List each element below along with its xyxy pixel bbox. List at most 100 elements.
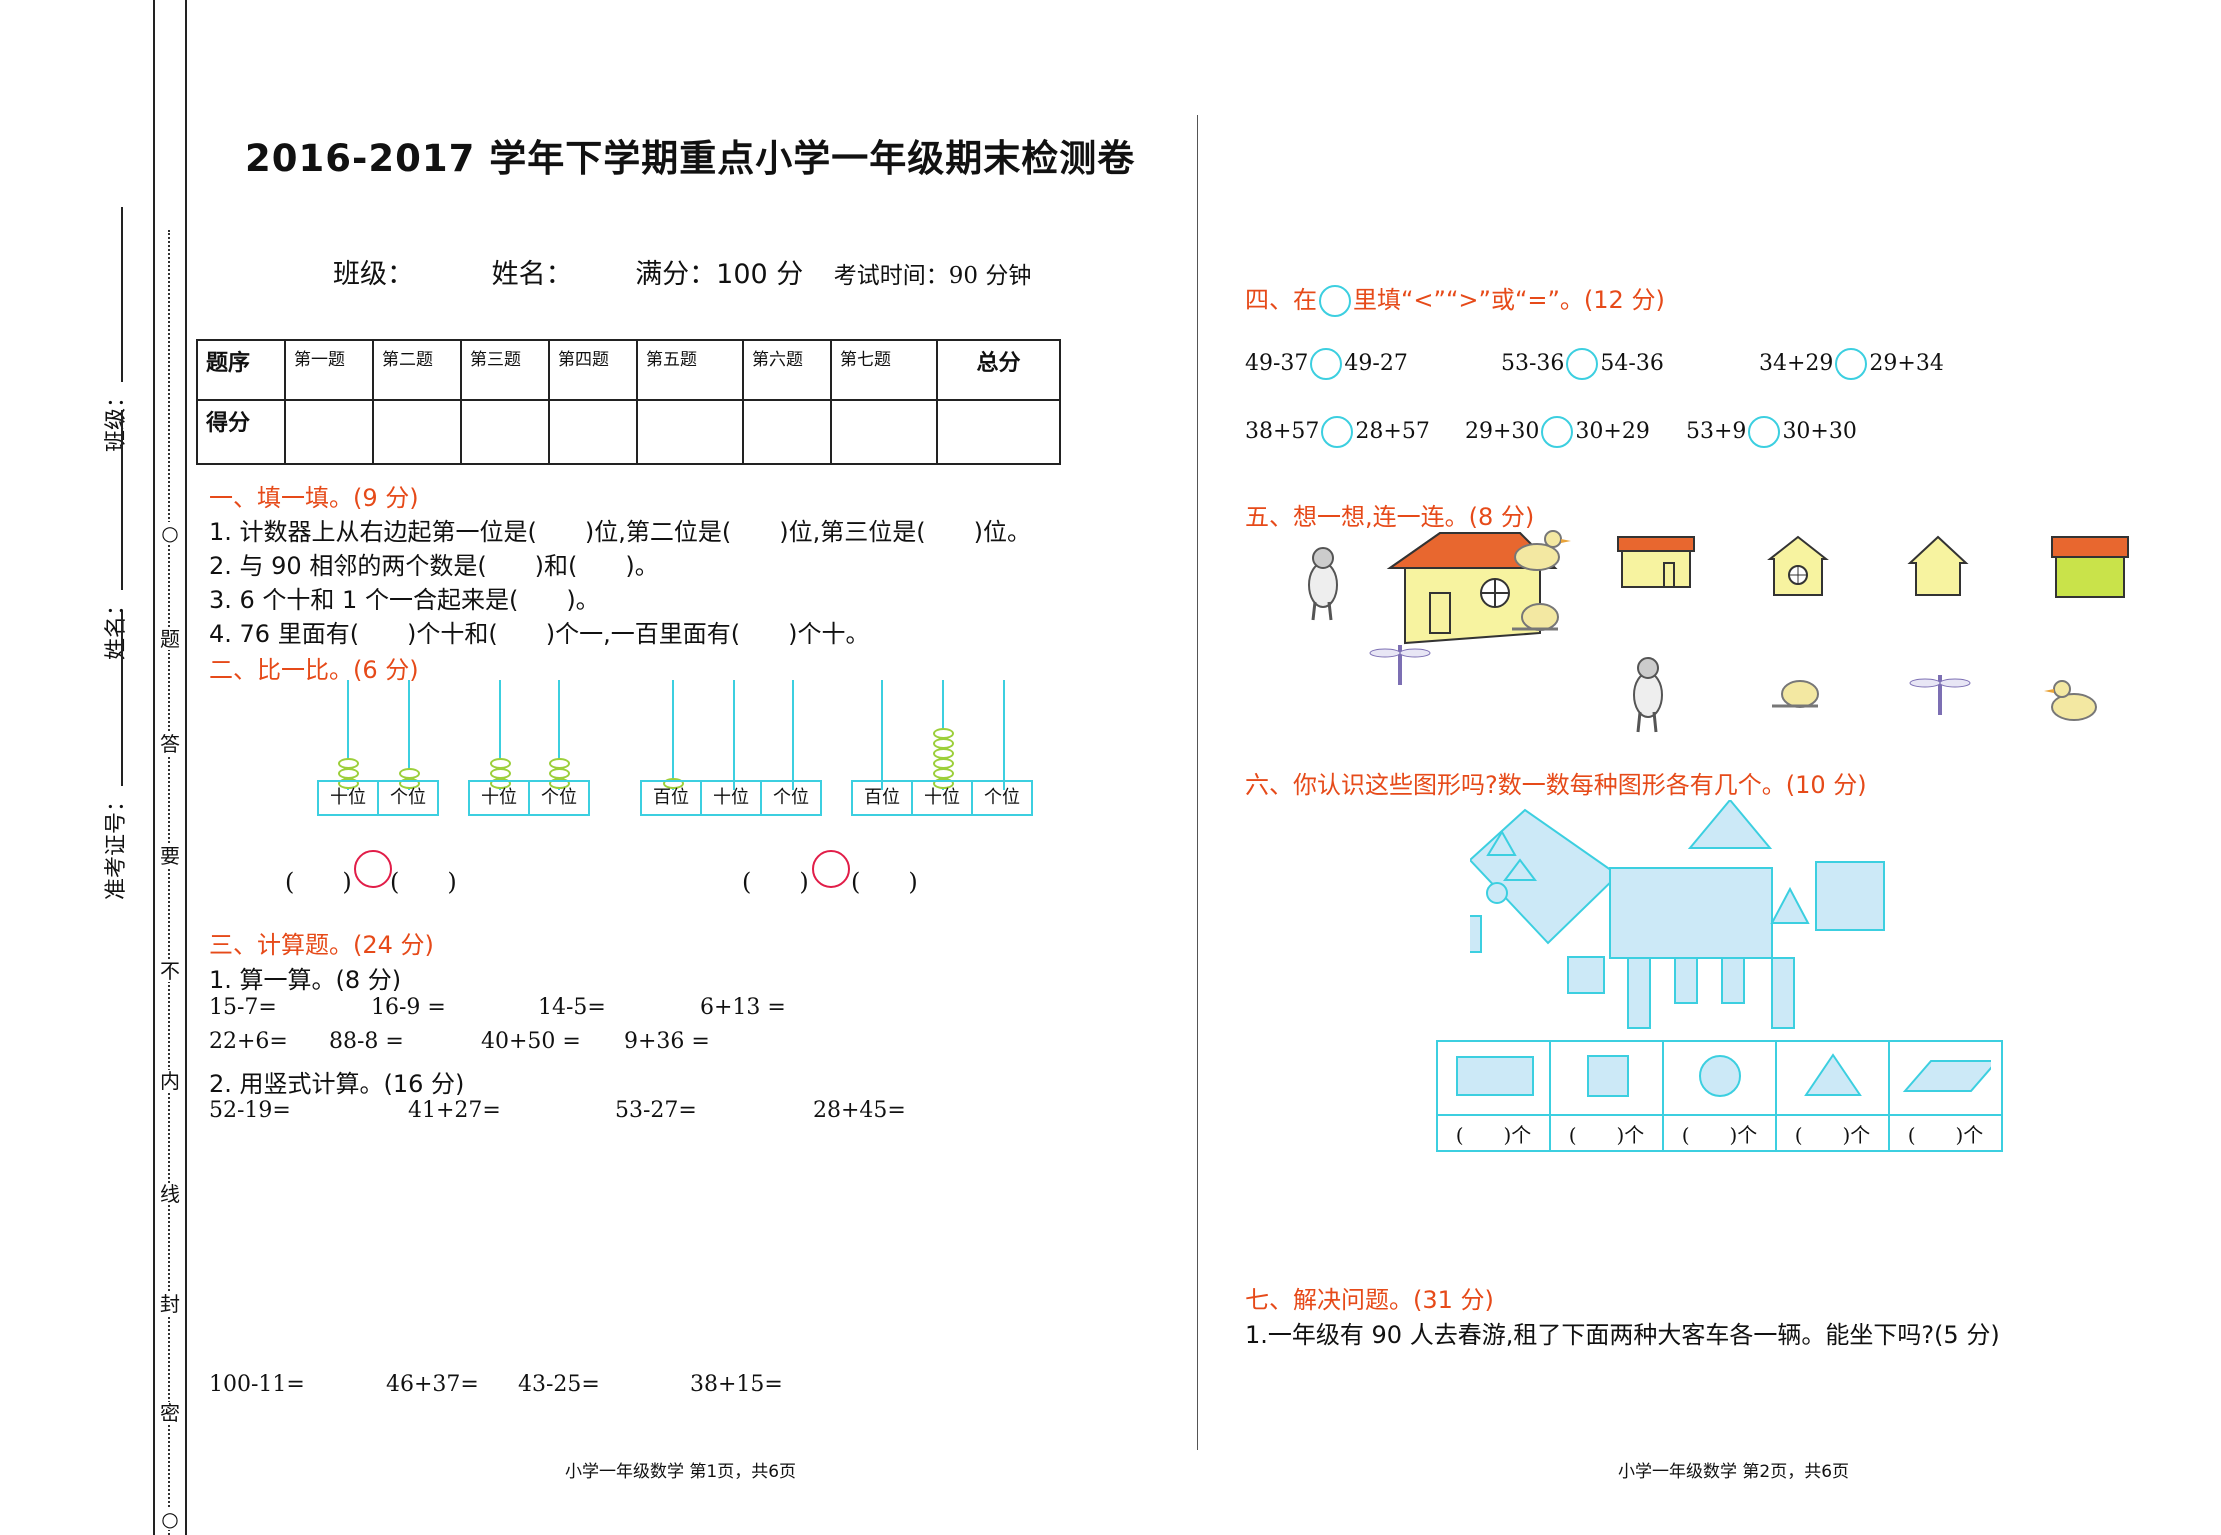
page-title: 2016-2017 学年下学期重点小学一年级期末检测卷 [245,137,1136,180]
abacus-bead [933,778,954,789]
rectangle-shape [1721,957,1745,1004]
section6-heading: 六、你认识这些图形吗?数一数每种图形各有几个。(10 分) [1245,771,1867,799]
rectangle-shape [1627,957,1651,1029]
answer-circle[interactable] [1835,348,1868,380]
abacus-rod [881,680,883,790]
score-cell[interactable] [460,399,550,465]
score-col: 第六题 [742,339,832,401]
seal-char: 要 [159,844,181,868]
binding-strip: ○ 题 答 要 不 内 线 封 密 ○ [153,0,187,1535]
compare-blank[interactable]: ( ) [285,868,352,896]
circle-icon [1662,1040,1777,1116]
seal-char: 内 [159,1069,181,1093]
score-table: 题序 第一题 第二题 第三题 第四题 第五题 第六题 第七题 总分 得分 [196,339,1061,465]
answer-circle[interactable] [1541,416,1574,448]
seal-circle-bottom: ○ [159,1508,181,1530]
calc-item: 43-25= [518,1372,600,1397]
abacus-3: 百位 十位 个位 [640,680,824,830]
score-cell[interactable] [636,399,744,465]
score-col: 第一题 [284,339,374,401]
abacus-label: 个位 [971,780,1033,816]
footer-left: 小学一年级数学 第1页，共6页 [565,1462,797,1482]
s1-line: 2. 与 90 相邻的两个数是( )和( )。 [209,552,659,580]
rectangle-shape [1609,867,1773,959]
calc-item: 38+15= [690,1372,783,1397]
compare-circle[interactable] [812,850,850,888]
answer-circle[interactable] [1566,348,1599,380]
triangle-shape [1503,858,1537,881]
abacus-bead [490,778,511,789]
abacus-label: 百位 [851,780,911,816]
parallelogram-shape [1470,808,1620,945]
calc-item: 6+13 = [700,995,786,1020]
answer-circle[interactable] [1310,348,1343,380]
calc-item: 88-8 = [329,1029,404,1054]
abacus-label: 个位 [377,780,439,816]
score-cell[interactable] [742,399,832,465]
calc-item: 53-27= [615,1098,697,1123]
calc-item: 41+27= [408,1098,501,1123]
abacus-bead [549,778,570,789]
rectangle-icon [1436,1040,1551,1116]
abacus-label: 十位 [911,780,971,816]
count-blank[interactable]: ( )个 [1662,1114,1777,1152]
s1-line: 3. 6 个十和 1 个一合起来是( )。 [209,586,600,614]
seal-circle-top: ○ [159,522,181,544]
snail-icon [1512,603,1559,631]
section5-heading: 五、想一想,连一连。(8 分) [1245,503,1535,531]
s1-line: 1. 计数器上从右边起第一位是( )位,第二位是( )位,第三位是( )位。 [209,518,1031,546]
compare-blank[interactable]: ( ) [742,868,809,896]
seal-char: 不 [159,959,181,983]
duck-icon [2044,680,2097,721]
compare-blank[interactable]: ( ) [851,868,918,896]
dragonfly-icon [1369,645,1431,685]
abacus-1: 十位 个位 [317,680,441,830]
compare-circle[interactable] [354,850,392,888]
s3-sub2: 2. 用竖式计算。(16 分) [209,1070,465,1098]
shapes-figure [1470,800,1885,1029]
name-field: 姓名： [491,259,573,290]
matching-illustration [1308,530,2129,733]
score-col: 第四题 [548,339,638,401]
score-cell[interactable] [284,399,374,465]
seal-dotted-line [168,230,170,1535]
circle-shape [1486,882,1508,904]
score-total: 总分 [936,339,1061,401]
abacus-rod [499,680,501,790]
calc-item: 9+36 = [624,1029,710,1054]
compare-blank[interactable]: ( ) [390,868,457,896]
score-cell[interactable] [936,399,1061,465]
count-blank[interactable]: ( )个 [1436,1114,1551,1152]
dog-icon [1308,547,1338,621]
abacus-label: 个位 [760,780,822,816]
score-cell[interactable] [830,399,938,465]
score-table-head: 题序 [196,339,286,401]
count-blank[interactable]: ( )个 [1775,1114,1890,1152]
calc-item: 22+6= [209,1029,288,1054]
shape-count-table: ( )个 ( )个 ( )个 ( )个 ( )个 [1436,1040,2003,1152]
s7-question: 1.一年级有 90 人去春游,租了下面两种大客车各一辆。能坐下吗?(5 分) [1245,1321,2000,1349]
rectangle-shape [1771,957,1795,1029]
seal-char: 答 [159,732,181,756]
score-cell[interactable] [548,399,638,465]
score-cell[interactable] [372,399,462,465]
seal-char: 线 [159,1182,181,1206]
abacus-rod [408,680,410,790]
count-blank[interactable]: ( )个 [1888,1114,2003,1152]
house-icon [1767,535,1829,596]
square-shape [1567,956,1605,994]
calc-item: 100-11= [209,1372,305,1397]
page-divider [1197,115,1198,1450]
seal-char: 封 [159,1292,181,1316]
answer-circle[interactable] [1748,416,1781,448]
answer-circle[interactable] [1321,416,1354,448]
footer-right: 小学一年级数学 第2页，共6页 [1618,1462,1850,1482]
count-blank[interactable]: ( )个 [1549,1114,1664,1152]
abacus-label: 十位 [468,780,528,816]
house-icon [1907,535,1969,596]
abacus-rod [733,680,735,790]
